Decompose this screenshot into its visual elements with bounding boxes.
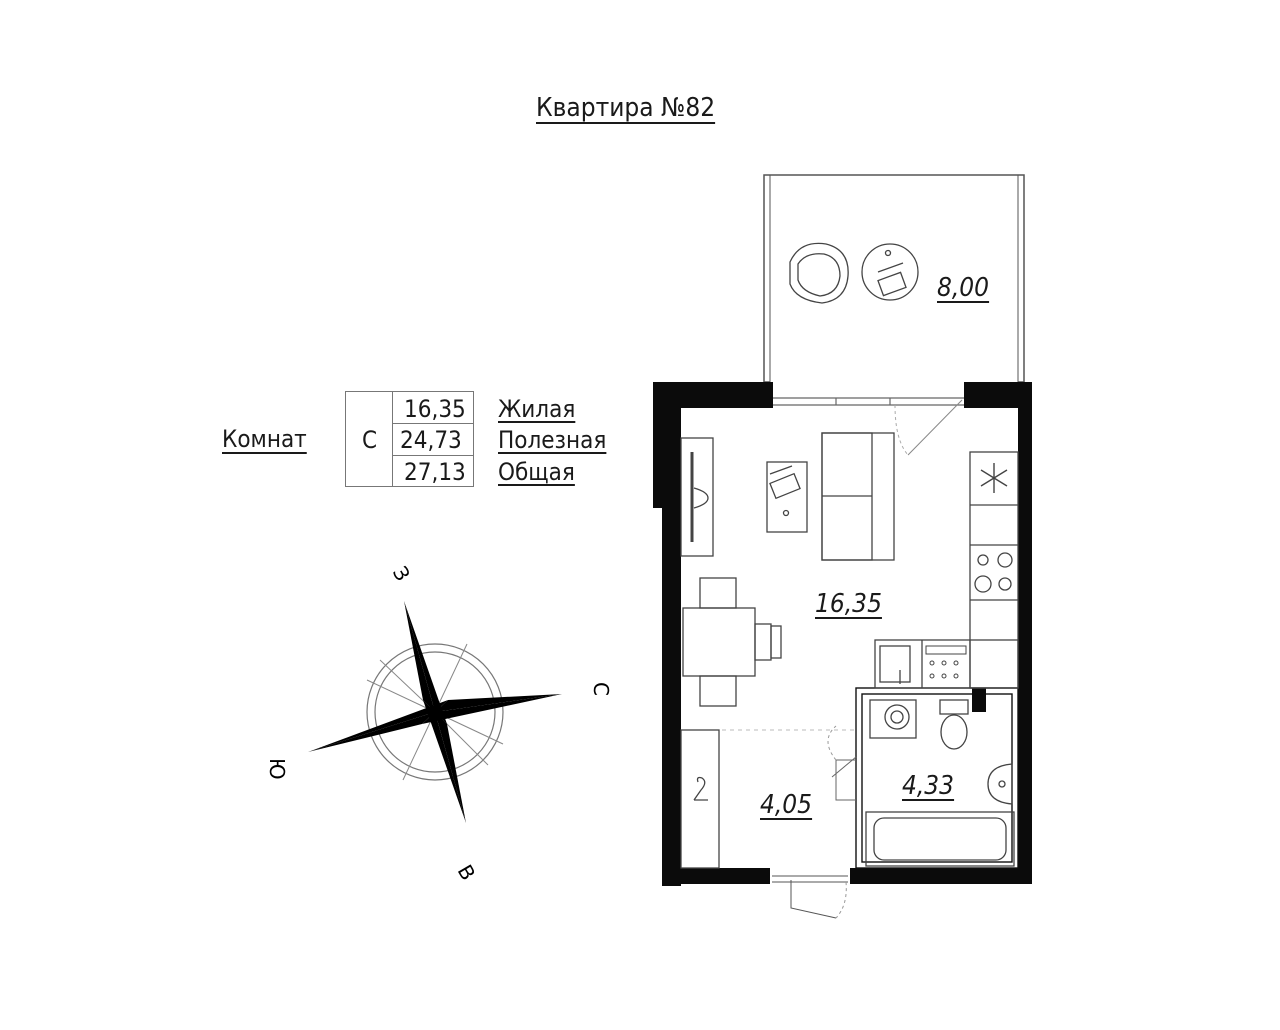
living-room-area: 16,35	[815, 589, 882, 619]
bathroom-wall-stub	[972, 688, 986, 712]
tv-icon	[680, 437, 714, 557]
bathtub-icon	[865, 811, 1015, 867]
exterior-walls	[653, 382, 1032, 886]
kitchen-counter	[874, 451, 1019, 689]
entry-door	[772, 875, 848, 919]
compass-north: С	[589, 682, 613, 696]
balcony-door-leaf	[907, 399, 963, 456]
armchair-icon	[789, 242, 849, 304]
compass-star	[308, 601, 562, 823]
total-area-value: 27,13	[404, 458, 466, 486]
compass-south: Ю	[265, 758, 289, 780]
coffee-table-icon	[766, 461, 808, 533]
kitchen-sink-icon	[879, 645, 911, 684]
washing-machine-icon	[869, 699, 917, 739]
balcony-window	[772, 397, 964, 406]
useful-area-label: Полезная	[498, 426, 607, 454]
hall-area: 4,05	[760, 790, 813, 820]
bathroom-sink-icon	[987, 763, 1013, 805]
rooms-label: Комнат	[222, 425, 307, 453]
fridge-snowflake-icon	[980, 463, 1008, 493]
wardrobe-icon	[680, 729, 720, 869]
sofa-icon	[821, 432, 895, 561]
bathroom-door	[827, 725, 857, 801]
balcony-door-arc	[894, 404, 909, 456]
useful-area-value: 24,73	[400, 426, 462, 454]
compass-rings	[366, 643, 504, 781]
toilet-icon	[939, 699, 969, 750]
dishwasher-icon	[925, 645, 967, 679]
stove-icon	[974, 552, 1013, 593]
living-area-value: 16,35	[404, 395, 466, 423]
balcony-area: 8,00	[937, 273, 990, 303]
total-area-label: Общая	[498, 458, 575, 486]
bathroom-area: 4,33	[902, 771, 955, 801]
round-table-icon	[861, 243, 919, 301]
rooms-type-value: С	[362, 426, 378, 454]
dining-table-icon	[682, 577, 782, 707]
apartment-title: Квартира №82	[536, 93, 716, 123]
living-area-label: Жилая	[498, 395, 576, 423]
